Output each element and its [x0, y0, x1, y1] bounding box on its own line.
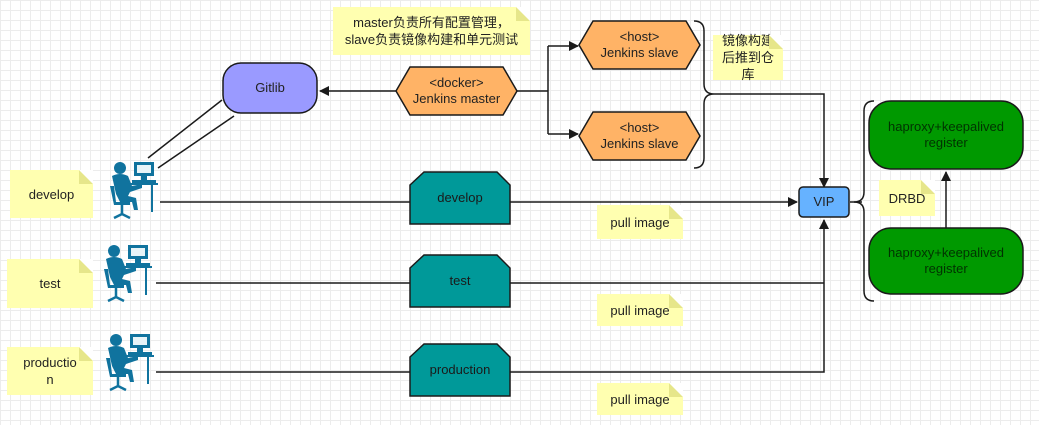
vip-label: VIP [813, 194, 835, 209]
drbd-note: DRBD [879, 180, 935, 216]
jenkins-slave-1-line-1: <host> [619, 29, 660, 44]
note-fold [669, 383, 683, 397]
registry-2-node[interactable] [868, 227, 1024, 295]
gitlib-node[interactable] [222, 62, 318, 114]
registry-2-label: haproxy+keepalived register [869, 228, 1023, 294]
jenkins-master-node[interactable] [395, 66, 518, 116]
registry-bracket [853, 100, 875, 302]
master-slave-note-text: master负责所有配置管理，slave负责镜像构建和单元测试 [344, 15, 519, 47]
note-fold [79, 170, 93, 184]
note-fold [79, 259, 93, 273]
master-slave-note: master负责所有配置管理，slave负责镜像构建和单元测试 [333, 7, 530, 55]
env-test-label: test [449, 273, 471, 288]
jenkins-master-line-1: <docker> [429, 75, 484, 90]
registry-1-node[interactable] [868, 100, 1024, 170]
jenkins-slave-2-line-2: Jenkins slave [600, 136, 679, 151]
note-fold [669, 205, 683, 219]
bracket-to-vip-arrow [714, 93, 829, 188]
note-fold [516, 7, 530, 21]
jenkins-slave-2-label: <host> Jenkins slave [579, 112, 700, 160]
master-to-slaves-line [517, 46, 549, 134]
note-fold [921, 180, 935, 194]
jenkins-slave-1-node[interactable] [578, 20, 701, 70]
push-note-text: 镜像构建后推到仓库 [721, 33, 774, 82]
jenkins-slave-1-label: <host> Jenkins slave [579, 21, 700, 69]
registry-2-line-1: haproxy+keepalived [888, 245, 1004, 260]
env-develop-node[interactable] [409, 171, 511, 225]
env-develop-label: develop [437, 190, 483, 205]
pull-image-note-2: pull image [597, 294, 683, 326]
develop-user-label: develop [28, 186, 75, 202]
env-production-node[interactable] [409, 343, 511, 397]
note-fold [669, 294, 683, 308]
drbd-label: DRBD [888, 190, 926, 206]
note-fold [79, 347, 93, 361]
gitlib-label: Gitlib [255, 80, 285, 95]
vip-node[interactable] [798, 186, 850, 218]
pull-image-label-3: pull image [610, 391, 670, 407]
test-user-note: test [7, 259, 93, 308]
registry-1-label: haproxy+keepalived register [869, 101, 1023, 169]
production-user-note: productio n [7, 347, 93, 395]
jenkins-master-label: <docker> Jenkins master [396, 67, 517, 115]
pull-image-label-1: pull image [610, 214, 670, 230]
user-production-icon [104, 332, 156, 392]
production-line [156, 219, 829, 373]
user-gitlib-link [147, 99, 235, 169]
jenkins-slave-1-line-2: Jenkins slave [600, 45, 679, 60]
pull-image-note-3: pull image [597, 383, 683, 415]
note-fold [769, 35, 783, 49]
pull-image-note-1: pull image [597, 205, 683, 239]
production-user-label: productio n [23, 355, 77, 387]
test-user-label: test [39, 276, 61, 291]
registry-1-line-1: haproxy+keepalived [888, 119, 1004, 134]
jenkins-master-line-2: Jenkins master [412, 91, 501, 106]
env-test-node[interactable] [409, 254, 511, 308]
jenkins-slave-2-line-1: <host> [619, 120, 660, 135]
user-test-icon [102, 243, 154, 303]
pull-image-label-2: pull image [610, 302, 670, 318]
jenkins-slave-2-node[interactable] [578, 111, 701, 161]
env-production-label: production [429, 362, 491, 377]
registry-2-line-2: register [924, 261, 968, 276]
push-note: 镜像构建后推到仓库 [713, 33, 783, 82]
registry-1-line-2: register [924, 135, 968, 150]
user-develop-icon [108, 160, 160, 220]
develop-user-note: develop [10, 170, 93, 218]
